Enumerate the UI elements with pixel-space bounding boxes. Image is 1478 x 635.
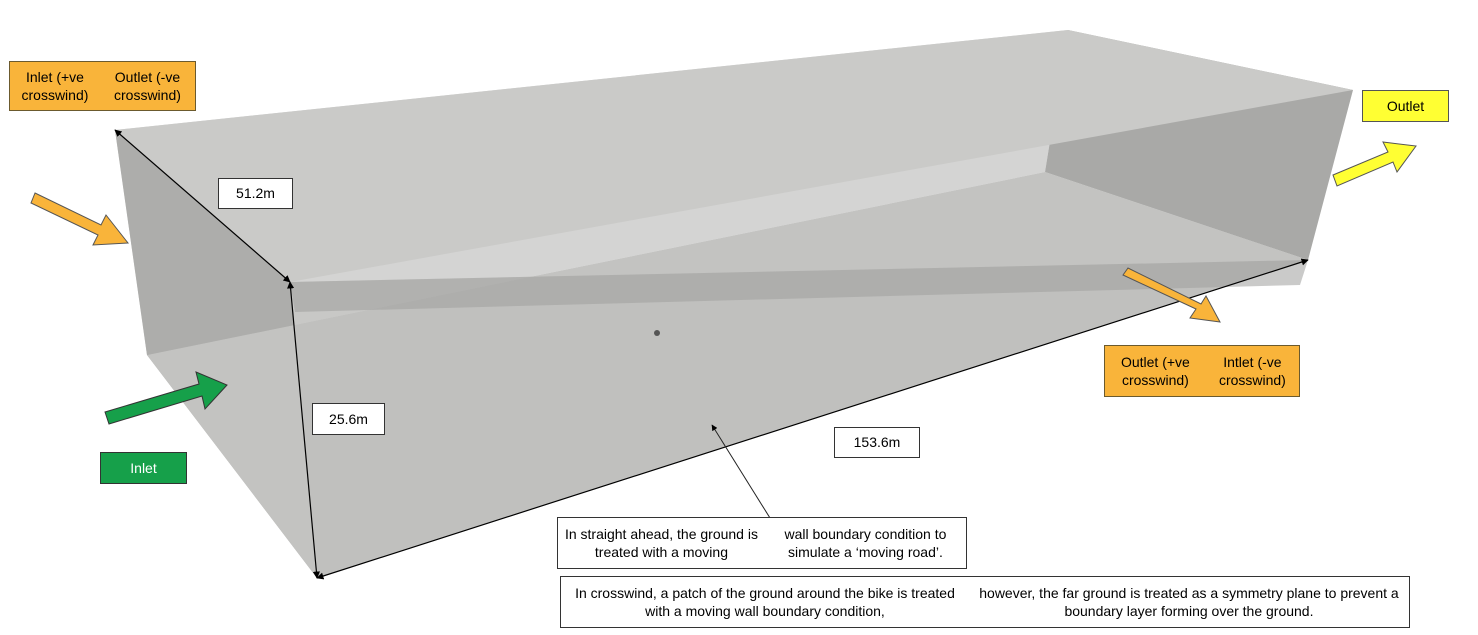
height-dimension-label: 25.6m (312, 403, 385, 435)
edge-height (287, 281, 320, 579)
bike-marker (654, 330, 660, 336)
inlet-outlet-left-label: Inlet (+ve crosswind) Outlet (-ve crossw… (9, 61, 196, 111)
straight-ahead-note-line-1: In straight ahead, the ground is treated… (564, 525, 758, 560)
height-dimension-text: 25.6m (329, 410, 368, 427)
inlet-label-text: Inlet (130, 459, 157, 476)
straight-ahead-note: In straight ahead, the ground is treated… (557, 517, 967, 569)
outlet-inlet-right-line-2: Intlet (-ve crosswind) (1218, 353, 1286, 388)
outlet-arrow (1332, 141, 1417, 187)
width-dimension-text: 51.2m (236, 185, 275, 202)
outlet-label-text: Outlet (1386, 97, 1425, 114)
edge-length (316, 258, 1309, 580)
crosswind-arrow-right (1122, 267, 1221, 323)
length-dimension-label: 153.6m (834, 427, 920, 458)
ground-pointer-line (711, 424, 771, 519)
crosswind-arrow-left (30, 192, 129, 246)
crosswind-note-line-1: In crosswind, a patch of the ground arou… (575, 584, 955, 619)
outlet-inlet-right-line-1: Outlet (+ve crosswind) (1120, 353, 1190, 388)
inlet-outlet-left-line-1: Inlet (+ve crosswind) (21, 68, 89, 103)
crosswind-note: In crosswind, a patch of the ground arou… (560, 576, 1410, 628)
inlet-outlet-left-line-2: Outlet (-ve crosswind) (114, 68, 181, 103)
outlet-inlet-right-label: Outlet (+ve crosswind) Intlet (-ve cross… (1104, 345, 1300, 397)
straight-ahead-note-line-2: wall boundary condition to simulate a ‘m… (784, 525, 947, 560)
outlet-label: Outlet (1362, 90, 1449, 122)
width-dimension-label: 51.2m (218, 178, 293, 209)
inlet-label: Inlet (100, 452, 187, 484)
length-dimension-text: 153.6m (853, 434, 901, 451)
crosswind-note-line-2: however, the far ground is treated as a … (979, 584, 1399, 619)
inlet-arrow (104, 371, 228, 425)
edge-width (114, 129, 291, 283)
top-face (115, 30, 1353, 282)
